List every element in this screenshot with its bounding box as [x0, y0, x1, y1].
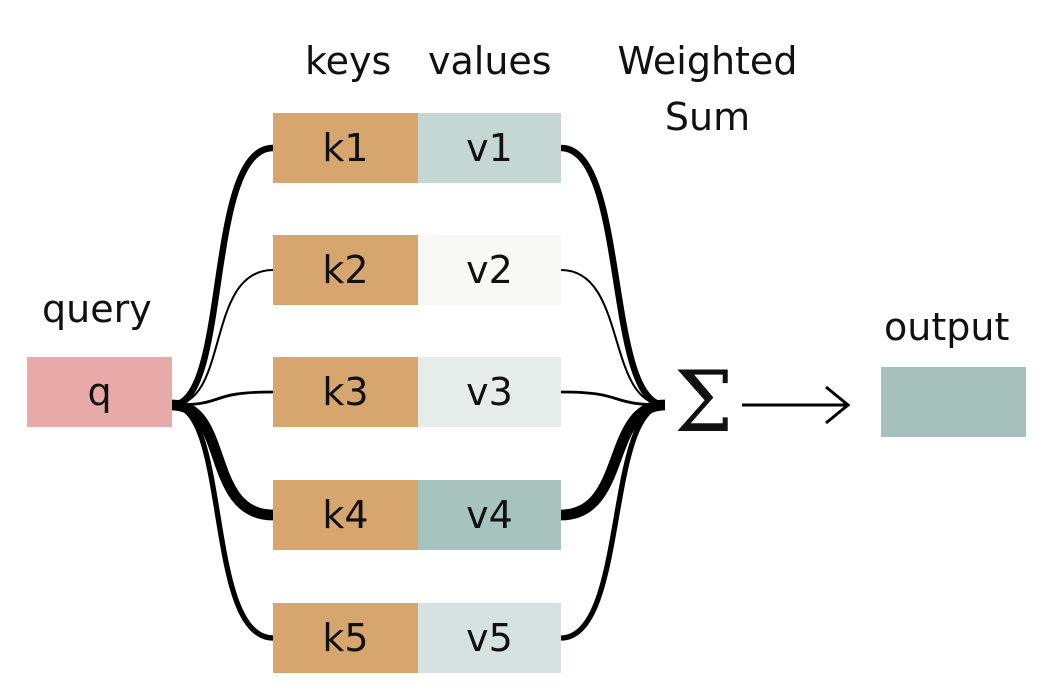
value-to-sum-link-4	[560, 399, 666, 521]
key-label: k4	[322, 493, 369, 537]
weighted-sum-line1: Weighted	[617, 39, 798, 83]
key-label: k3	[322, 370, 369, 414]
output-box	[881, 367, 1026, 437]
query-to-key-link-5	[171, 402, 274, 641]
keys-header: keys	[305, 39, 392, 83]
value-box-4: v4	[418, 480, 561, 550]
key-box-1: k1	[273, 113, 418, 183]
value-label: v4	[466, 493, 513, 537]
output-header: output	[884, 305, 1010, 349]
key-label: k2	[322, 248, 369, 292]
key-box-3: k3	[273, 357, 418, 427]
value-label: v3	[466, 370, 513, 414]
value-to-sum-link-5	[560, 402, 666, 641]
value-box-1: v1	[418, 113, 561, 183]
value-box-5: v5	[418, 603, 561, 673]
key-box-2: k2	[273, 235, 418, 305]
value-box-2: v2	[418, 235, 561, 305]
value-label: v5	[466, 616, 513, 660]
key-box-5: k5	[273, 603, 418, 673]
value-box-3: v3	[418, 357, 561, 427]
query-box: q	[27, 357, 172, 427]
weighted-sum-line2: Sum	[664, 95, 751, 139]
key-label: k5	[322, 616, 369, 660]
key-label: k1	[322, 126, 369, 170]
sum-symbol: Σ	[674, 353, 734, 451]
values-header: values	[428, 39, 552, 83]
value-to-sum-link-2	[560, 268, 666, 407]
output-arrow-head	[825, 385, 851, 425]
value-to-sum-link-1	[560, 144, 666, 409]
weighted-sum-header: Weighted Sum	[600, 42, 815, 136]
query-header: query	[42, 287, 152, 331]
query-to-key-link-4	[171, 399, 274, 521]
query-box-label: q	[87, 370, 112, 414]
query-to-key-link-1	[171, 144, 274, 409]
value-label: v2	[466, 248, 513, 292]
key-box-4: k4	[273, 480, 418, 550]
query-to-key-link-2	[171, 268, 274, 407]
value-label: v1	[466, 126, 513, 170]
